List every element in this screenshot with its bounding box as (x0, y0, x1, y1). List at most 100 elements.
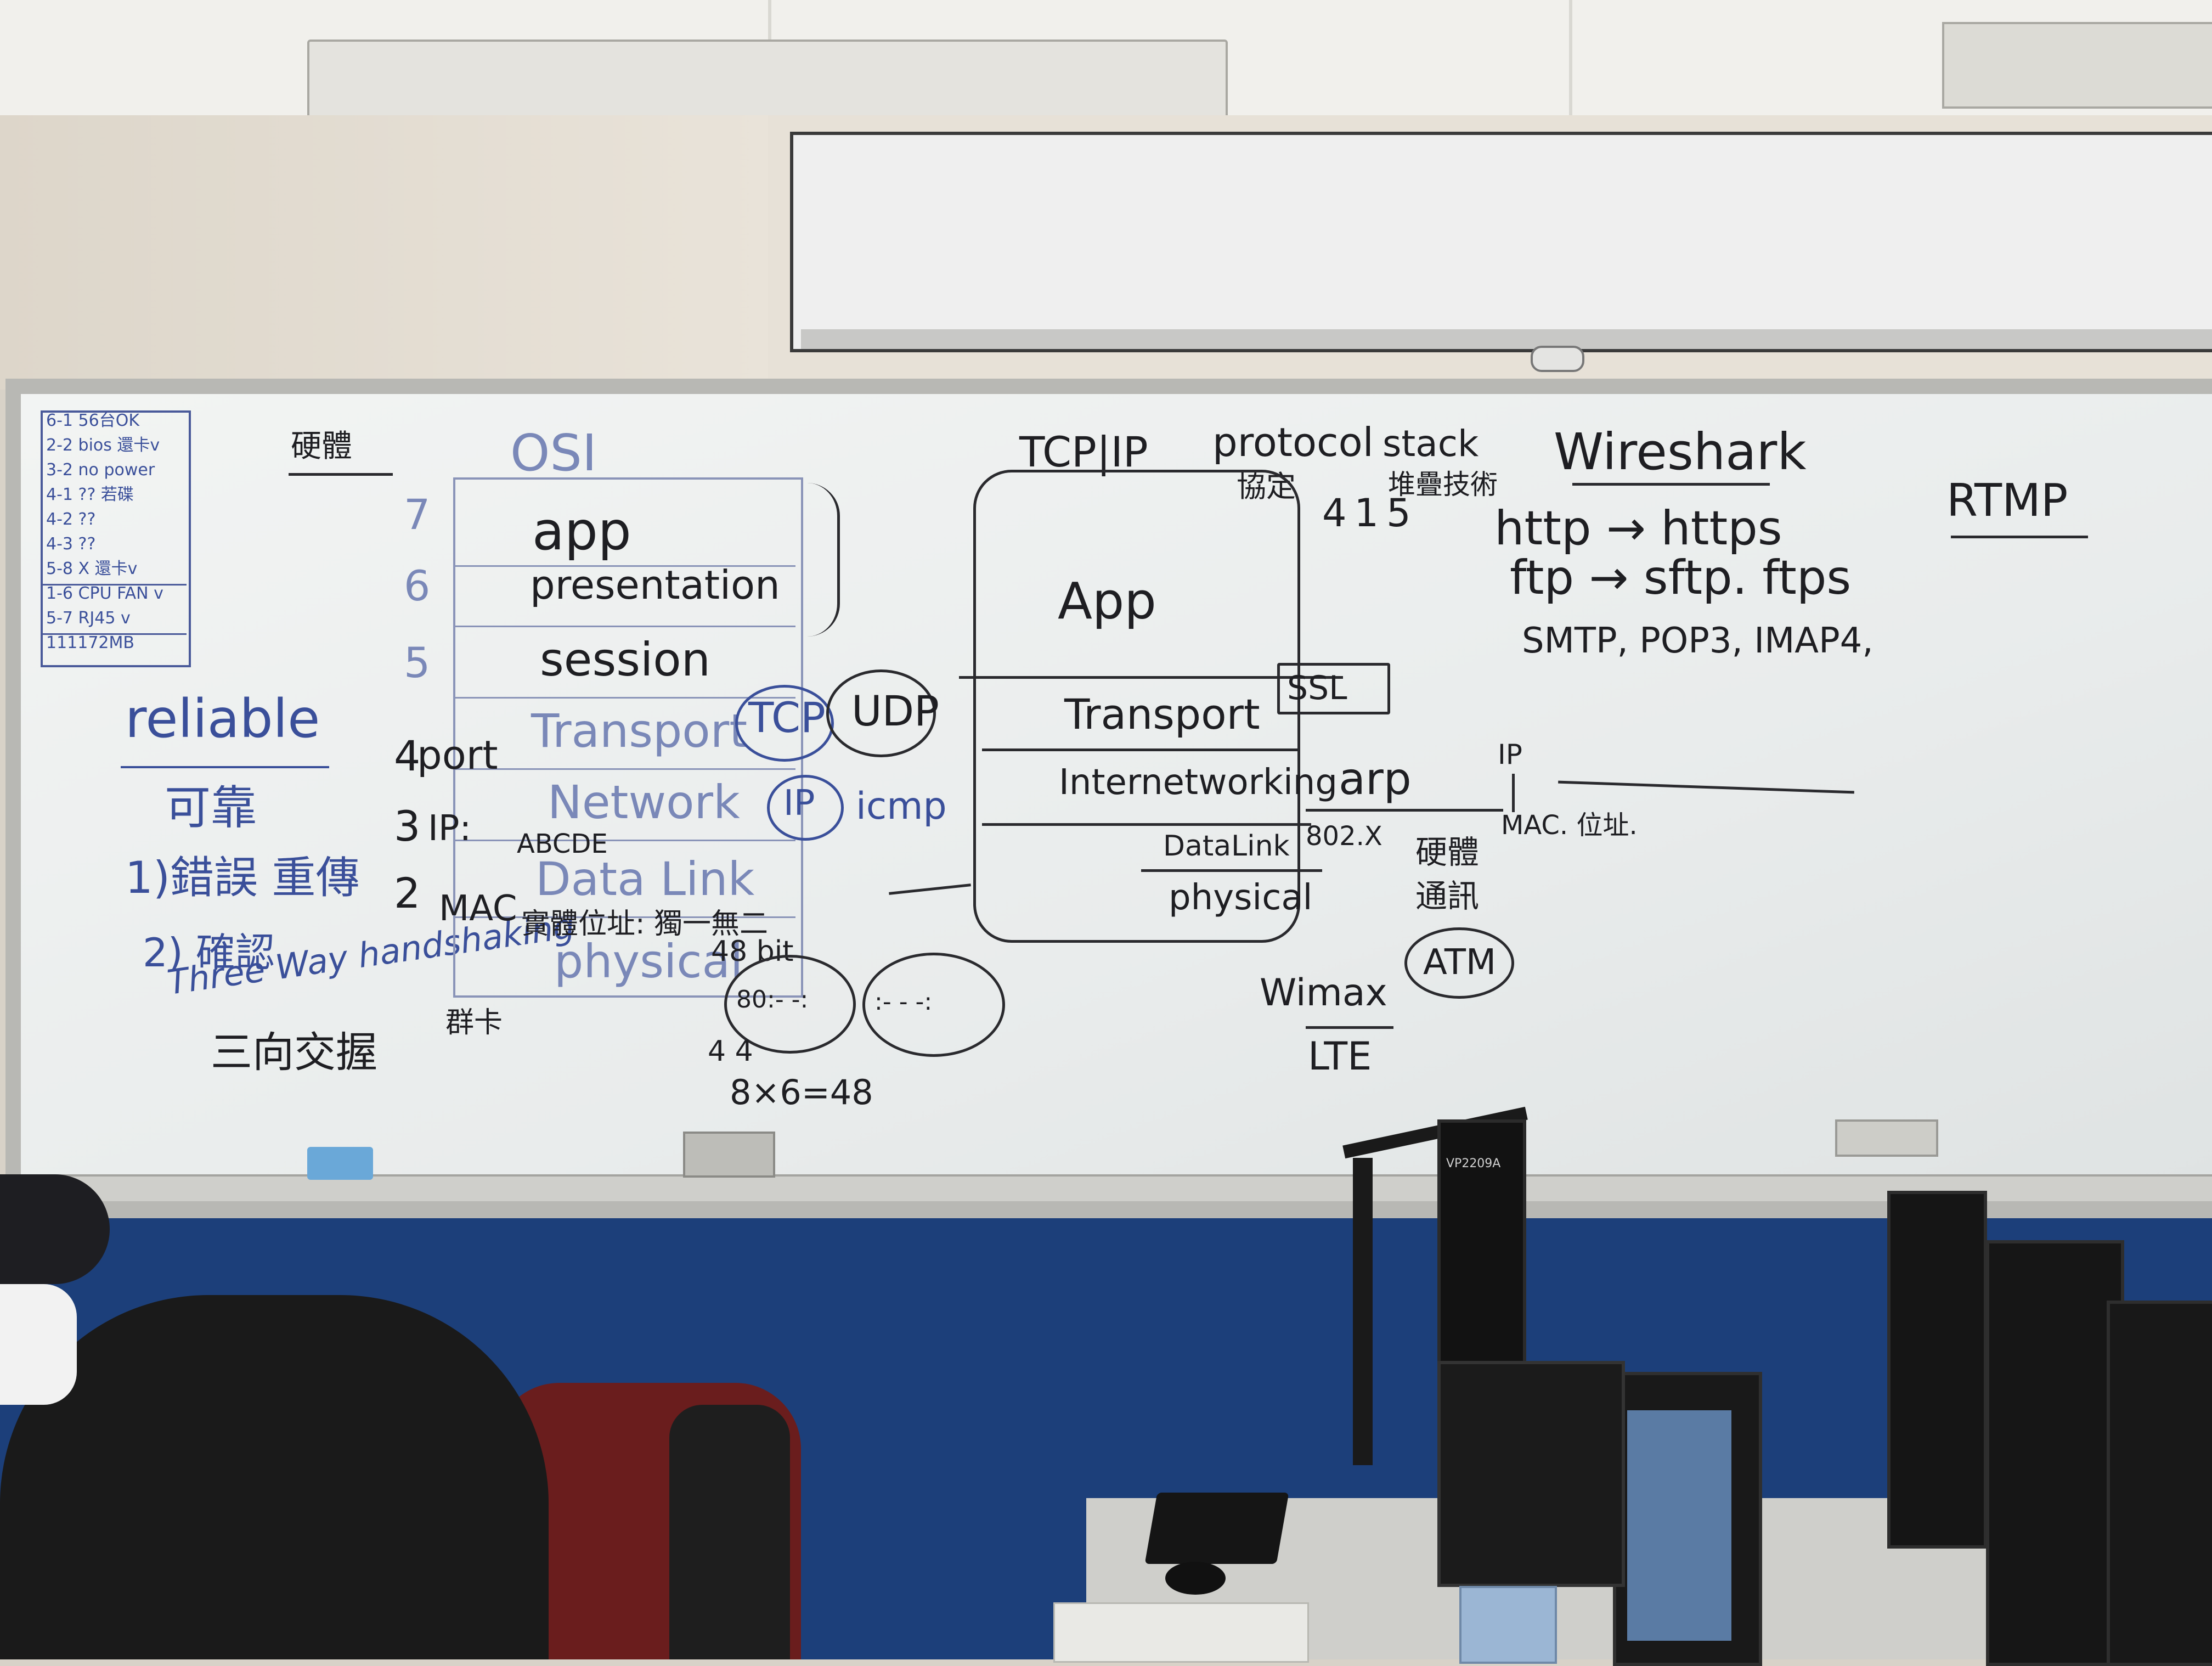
osi-layer-divider (455, 565, 795, 567)
atm-circle (1404, 927, 1514, 999)
monitor (1986, 1240, 2124, 1666)
tcpip-stack: stack (1383, 423, 1479, 465)
tcpip-415: 415 (1322, 491, 1419, 536)
osi-layer-number: 4 (394, 731, 421, 780)
osi-group: 群卡 (445, 1006, 503, 1039)
monitor (1437, 1361, 1625, 1587)
four-four: 4 4 (708, 1035, 753, 1068)
ip-circle (767, 775, 844, 841)
lte-label: LTE (1308, 1034, 1372, 1079)
tcpip-title: TCP|IP (1019, 427, 1148, 476)
eraser[interactable] (307, 1147, 373, 1180)
wimax-label: Wimax (1260, 971, 1387, 1015)
brace (804, 483, 840, 637)
udp-circle (826, 669, 936, 757)
arp-line (1306, 809, 1503, 812)
ftp-line: ftp → sftp. ftps (1510, 550, 1852, 605)
projector-handle (1531, 346, 1584, 372)
osi-layer-physical: physical (554, 935, 743, 988)
osi-layer-number: 7 (404, 490, 431, 539)
udp-label: UDP (851, 686, 939, 735)
tcpip-layer-divider (982, 748, 1300, 751)
osi-layer-number: 5 (404, 638, 431, 687)
reliable-label: reliable (125, 688, 320, 750)
tcpip-protocol: protocol (1212, 419, 1374, 465)
tray-clip (683, 1132, 775, 1178)
checklist-item: 4-1 ?? 若碟 (46, 485, 134, 504)
osi-abcde: ABCDE (517, 829, 608, 859)
osi-layer-divider (455, 768, 795, 770)
ssl-label: SSL (1287, 669, 1347, 707)
rtmp-underline (1951, 536, 2088, 538)
whiteboard (21, 394, 2212, 1179)
osi-layer-divider (455, 840, 795, 841)
checklist-item: 5-8 X 還卡v (46, 559, 138, 578)
checklist-item: 3-2 no power (46, 460, 155, 480)
mac-circle-2 (862, 953, 1005, 1057)
math-8x6: 8×6=48 (730, 1072, 873, 1112)
projector-screen-bar (801, 329, 2212, 349)
osi-layer-presentation: presentation (530, 562, 780, 608)
icmp-label: icmp (856, 785, 947, 828)
tcpip-layer-transport: Transport (1064, 690, 1260, 739)
tcpip-duidie: 堆疊技術 (1388, 469, 1498, 500)
osi-mac: MAC (439, 888, 517, 929)
tray-clip (1835, 1119, 1938, 1157)
ieee-802x: 802.X (1306, 821, 1383, 852)
ceiling-light (1942, 22, 2212, 109)
keyboard[interactable] (1144, 1493, 1289, 1564)
osi-title: OSI (510, 424, 597, 482)
reliable-underline (121, 766, 329, 768)
chair-back (669, 1405, 790, 1659)
book (1053, 1602, 1309, 1663)
tcpip-layer-divider (1141, 869, 1322, 872)
osi-layer-divider (455, 916, 795, 918)
checklist-item: 6-1 56台OK (46, 411, 139, 430)
mac-drawing-1: 80:- -: (736, 986, 809, 1014)
checklist-item: 2-2 bios 還卡v (46, 436, 160, 455)
ip-circle-label: IP (783, 783, 815, 824)
smtp-line: SMTP, POP3, IMAP4, (1522, 621, 1874, 661)
person-shoulder (0, 1174, 110, 1284)
wall-shadow (0, 115, 768, 390)
osi-layer-data-link: Data Link (535, 852, 755, 906)
tcpip-layer-internetworking: Internetworking (1059, 762, 1338, 803)
lamp-stem (1353, 1158, 1373, 1465)
mac-circle-1 (724, 955, 856, 1054)
checklist-item: 4-2 ?? (46, 510, 96, 529)
tcpip-stack-box (973, 470, 1300, 943)
osi-ip-label: IP: (428, 808, 472, 849)
checklist-divider (41, 633, 187, 635)
osi-layer-app: app (532, 500, 631, 562)
checklist-item: 5-7 RJ45 v (46, 609, 131, 628)
monitor-screen (1627, 1410, 1731, 1641)
tcpip-layer-app: App (1058, 572, 1156, 631)
tcp-label: TCP (748, 693, 826, 742)
hardware-comm-1: 硬體 (1415, 834, 1480, 871)
whiteboard-tray (16, 1174, 2212, 1201)
checklist-item: 1-6 CPU FAN v (46, 584, 163, 603)
arp-label: arp (1339, 753, 1412, 804)
checklist-item: 4-3 ?? (46, 534, 96, 554)
osi-layer-number: 3 (394, 802, 421, 851)
wimax-underline (1306, 1026, 1393, 1029)
hardware-underline (289, 473, 393, 476)
ssl-box (1277, 663, 1390, 714)
osi-layer-number: 2 (394, 869, 421, 918)
ip-down-arrow (1512, 774, 1515, 812)
tcpip-layer-divider (959, 676, 1343, 679)
osi-layer-transport: Transport (531, 704, 748, 758)
monitor-brand: VP2209A (1446, 1157, 1501, 1170)
person-collar (0, 1284, 77, 1405)
osi-layer-session: session (540, 633, 710, 686)
monitor (1887, 1191, 1987, 1549)
mac-address-label: MAC. 位址. (1501, 810, 1638, 841)
hardware-label: 硬體 (291, 429, 352, 464)
osi-layer-divider (455, 626, 795, 627)
mouse[interactable] (1165, 1562, 1226, 1595)
mac-drawing-2: :- - -: (874, 988, 933, 1016)
tcpip-layer-divider (982, 823, 1311, 826)
osi-layer-network: Network (548, 775, 740, 829)
osi-layer-number: 6 (404, 561, 431, 610)
atm-label: ATM (1423, 942, 1497, 983)
